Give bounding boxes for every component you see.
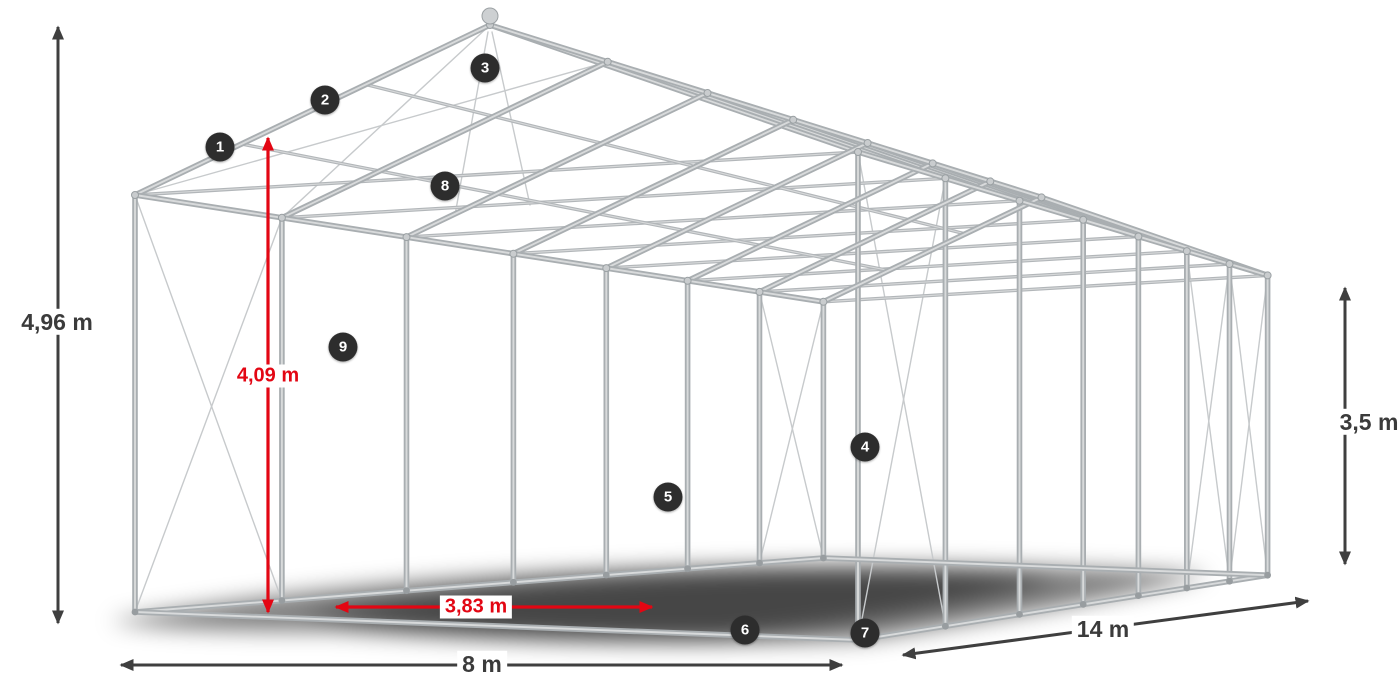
dim-inner-height-label: 4,09 m <box>231 364 305 388</box>
part-marker-6: 6 <box>730 615 760 645</box>
part-marker-7: 7 <box>850 618 880 648</box>
part-marker-4: 4 <box>850 432 880 462</box>
part-marker-8: 8 <box>430 171 460 201</box>
part-marker-9: 9 <box>328 332 358 362</box>
part-marker-2: 2 <box>310 85 340 115</box>
part-marker-3: 3 <box>470 53 500 83</box>
dim-width-label: 8 m <box>457 650 507 678</box>
dim-total-height-label: 4,96 m <box>16 308 98 336</box>
joint-connectors <box>131 21 1272 306</box>
peak-ball-finial <box>481 7 499 25</box>
dim-side-height-label: 3,5 m <box>1334 408 1400 436</box>
dim-inner-width-label: 3,83 m <box>439 595 513 619</box>
brace-cables <box>134 24 1269 641</box>
purlins-and-ties <box>133 67 1270 304</box>
dim-length-label: 14 m <box>1071 615 1135 643</box>
part-marker-1: 1 <box>205 132 235 162</box>
posts-and-rafters <box>132 22 1271 643</box>
part-marker-5: 5 <box>653 482 683 512</box>
